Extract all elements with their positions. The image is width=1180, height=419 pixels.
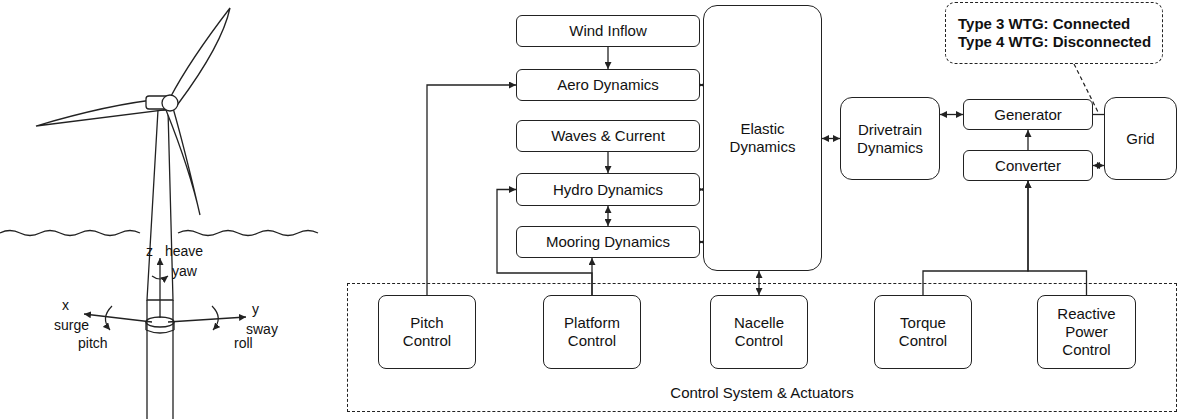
z-axis [159, 258, 160, 318]
process-box: Converter [963, 150, 1093, 181]
note-text: Type 4 WTG: Disconnected [958, 33, 1151, 51]
connector [940, 114, 963, 115]
node-label: Converter [995, 157, 1061, 175]
connector [923, 181, 1028, 295]
text-group: Pitch Control [379, 296, 475, 368]
axis-label: z [146, 244, 153, 259]
node-label: Hydro Dynamics [553, 181, 663, 199]
text-group: Drivetrain Dynamics [841, 98, 939, 179]
connector [591, 258, 592, 295]
node-label: Nacelle Control [717, 314, 801, 350]
connector [1093, 165, 1104, 166]
text-group: Control System & Actuators [348, 381, 1176, 405]
node-label: Wind Inflow [569, 22, 647, 40]
node-label: Waves & Current [551, 127, 665, 145]
text-group: Waves & Current [517, 121, 699, 151]
text-group: Aero Dynamics [517, 70, 699, 100]
input-box: Waves & Current [516, 120, 700, 152]
axis-label: yaw [172, 264, 197, 279]
node-label: Grid [1126, 130, 1154, 148]
input-box: Wind Inflow [516, 15, 700, 47]
node-label: Elastic Dynamics [710, 120, 815, 156]
text-group: Hydro Dynamics [517, 174, 699, 205]
node-label: Aero Dynamics [557, 76, 659, 94]
group-frame: Control System & Actuators Pitch Control P… [347, 283, 1177, 412]
node-label: Torque Control [881, 314, 965, 350]
node-label: Drivetrain Dynamics [847, 121, 933, 157]
control-box: Torque Control [874, 295, 972, 369]
connector [607, 206, 608, 226]
node-label: Reactive Power Control [1044, 305, 1129, 359]
yaw-arrow [152, 276, 168, 279]
text-group: Torque Control [875, 296, 971, 368]
text-group: Elastic Dynamics [704, 6, 821, 270]
text-group: Grid [1105, 98, 1176, 179]
text-group: Wind Inflow [517, 16, 699, 46]
note-text: Type 3 WTG: Connected [958, 15, 1130, 33]
text-group: Type 3 WTG: ConnectedType 4 WTG: Disconn… [946, 3, 1162, 63]
text-group: Generator [964, 100, 1092, 129]
node-label: Mooring Dynamics [546, 233, 670, 251]
process-box: Elastic Dynamics [703, 5, 822, 271]
node-label: Pitch Control [385, 314, 469, 350]
process-box: Drivetrain Dynamics [840, 97, 940, 180]
text-group: Reactive Power Control [1038, 296, 1135, 368]
blade [170, 8, 230, 104]
pitch-arrow [105, 306, 112, 330]
axis-label: y [252, 302, 259, 317]
callout-note: Type 3 WTG: ConnectedType 4 WTG: Disconn… [945, 2, 1163, 64]
text-group: Converter [964, 151, 1092, 180]
y-axis [168, 317, 246, 322]
node-label: Control System & Actuators [670, 384, 853, 402]
terminal-box: Grid [1104, 97, 1177, 180]
node-label: Generator [994, 106, 1062, 124]
blade [166, 108, 200, 215]
connector [607, 152, 608, 173]
axis-label: pitch [78, 336, 108, 351]
text-group: Platform Control [544, 296, 640, 368]
hub [162, 95, 178, 111]
axis-label: roll [234, 336, 253, 351]
control-box: Pitch Control [378, 295, 476, 369]
text-group: Nacelle Control [711, 296, 807, 368]
axis-label: surge [54, 318, 89, 333]
x-axis [84, 314, 152, 322]
axis-label: heave [165, 244, 203, 259]
text-group: Mooring Dynamics [517, 227, 699, 257]
control-box: Nacelle Control [710, 295, 808, 369]
connector [1093, 114, 1104, 115]
process-box: Hydro Dynamics [516, 173, 700, 206]
node-label: Platform Control [550, 314, 634, 350]
connector [1027, 130, 1028, 150]
process-box: Mooring Dynamics [516, 226, 700, 258]
collar-band [146, 322, 174, 333]
process-box: Generator [963, 99, 1093, 130]
roll-arrow [212, 306, 218, 330]
connector [822, 138, 840, 139]
blade [36, 99, 164, 126]
control-box: Platform Control [543, 295, 641, 369]
connector [1028, 181, 1087, 295]
axis-label: x [62, 298, 69, 313]
connector [607, 47, 608, 69]
process-box: Aero Dynamics [516, 69, 700, 101]
control-box: Reactive Power Control [1037, 295, 1136, 369]
